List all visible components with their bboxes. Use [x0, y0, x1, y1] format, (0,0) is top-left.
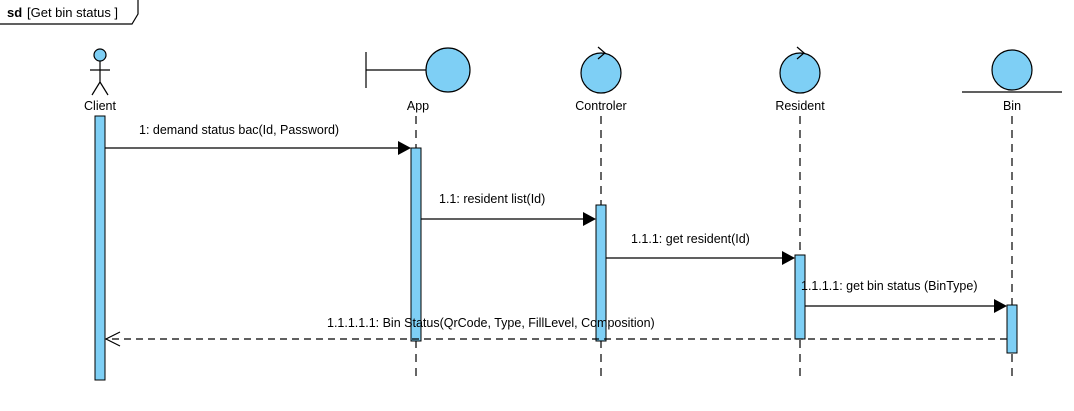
lifeline-label-app: App	[407, 99, 429, 113]
lifeline-label-bin: Bin	[1003, 99, 1021, 113]
message-3: 1.1.1: get resident(Id)	[606, 232, 795, 265]
activation-client	[94, 115, 106, 381]
lifeline-label-controler: Controler	[575, 99, 626, 113]
activation-resident	[794, 254, 806, 340]
filled-arrowhead-icon	[583, 212, 596, 226]
message-1: 1: demand status bac(Id, Password)	[105, 123, 411, 155]
control-controler: Controler	[575, 46, 627, 113]
activation-app	[410, 147, 422, 342]
filled-arrowhead-icon	[398, 141, 411, 155]
lifelines	[99, 116, 1013, 382]
frame-keyword: sd	[7, 5, 22, 20]
control-circle-icon	[580, 52, 622, 94]
actor-left-leg-icon	[91, 81, 101, 96]
message-label-1: 1: demand status bac(Id, Password)	[139, 123, 339, 137]
filled-arrowhead-icon	[782, 251, 795, 265]
control-circle-icon	[779, 52, 821, 94]
message-label-5: 1.1.1.1.1: Bin Status(QrCode, Type, Fill…	[327, 316, 655, 330]
frame-tab	[0, 0, 139, 25]
control-resident: Resident	[775, 46, 825, 113]
actor-head-icon	[93, 48, 107, 62]
message-4: 1.1.1.1: get bin status (BinType)	[801, 279, 1007, 313]
message-label-3: 1.1.1: get resident(Id)	[631, 232, 750, 246]
filled-arrowhead-icon	[994, 299, 1007, 313]
entity-circle-icon	[991, 49, 1033, 91]
activations	[94, 115, 1018, 381]
actor-client: Client	[84, 48, 117, 113]
lifeline-label-resident: Resident	[775, 99, 825, 113]
message-2: 1.1: resident list(Id)	[421, 192, 596, 226]
boundary-app: App	[365, 47, 471, 113]
open-arrowhead-icon	[104, 331, 121, 347]
boundary-circle-icon	[425, 47, 471, 93]
message-label-4: 1.1.1.1: get bin status (BinType)	[801, 279, 978, 293]
frame: sd [Get bin status ]	[0, 0, 139, 25]
frame-name: [Get bin status ]	[27, 5, 118, 20]
activation-bin	[1006, 304, 1018, 354]
control-arrow-icon	[796, 46, 805, 60]
actor-right-leg-icon	[99, 81, 109, 96]
lifeline-label-client: Client	[84, 99, 116, 113]
activation-controler	[595, 204, 607, 342]
message-5-return: 1.1.1.1.1: Bin Status(QrCode, Type, Fill…	[104, 316, 1007, 347]
entity-bin: Bin	[962, 49, 1062, 113]
message-label-2: 1.1: resident list(Id)	[439, 192, 545, 206]
control-arrow-icon	[597, 46, 606, 60]
